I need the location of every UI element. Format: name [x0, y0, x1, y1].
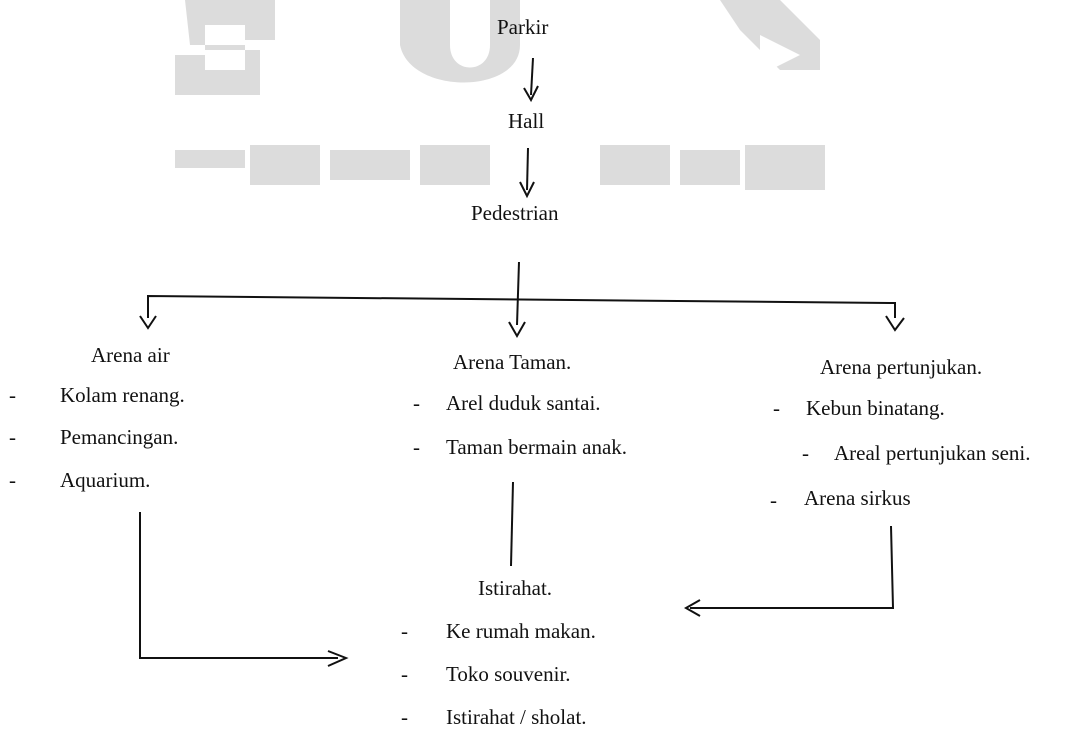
arena-taman-item: Arel duduk santai. — [446, 391, 601, 415]
arrowhead-pedestrian — [519, 181, 535, 199]
connector-parkir-hall — [530, 57, 534, 96]
bullet-dash: - — [773, 396, 780, 420]
bullet-dash: - — [9, 468, 16, 492]
arena-taman-item: Taman bermain anak. — [446, 435, 628, 459]
bullet-dash: - — [401, 619, 408, 643]
bullet-dash: - — [413, 391, 420, 415]
node-arena-pertunjukan-title: Arena pertunjukan. — [820, 355, 983, 379]
connector-air-istirahat — [139, 512, 338, 659]
node-parkir: Parkir — [497, 15, 549, 39]
arena-pertunjukan-item: Kebun binatang. — [806, 396, 945, 420]
arena-air-item: Aquarium. — [60, 468, 151, 492]
arrowhead-arena-air — [139, 315, 157, 330]
bullet-dash: - — [9, 425, 16, 449]
bullet-dash: - — [770, 488, 777, 512]
arena-pertunjukan-item: Arena sirkus — [804, 486, 911, 510]
connector-splitter — [147, 294, 896, 318]
bullet-dash: - — [401, 662, 408, 686]
arena-air-item: Pemancingan. — [60, 425, 179, 449]
arena-pertunjukan-item: Areal pertunjukan seni. — [834, 441, 1031, 465]
istirahat-item: Istirahat / sholat. — [446, 705, 587, 729]
arrowhead-arena-pertunjukan — [885, 315, 905, 332]
arrowhead-hall — [523, 85, 539, 103]
node-arena-taman-title: Arena Taman. — [453, 350, 572, 374]
bullet-dash: - — [9, 383, 16, 407]
node-istirahat-title: Istirahat. — [478, 576, 553, 600]
istirahat-item: Toko souvenir. — [446, 662, 571, 686]
node-hall: Hall — [508, 109, 545, 133]
connector-pedestrian-trunk — [516, 261, 520, 326]
node-pedestrian: Pedestrian — [471, 201, 559, 225]
arrowhead-istirahat-right — [683, 599, 701, 617]
arena-air-item: Kolam renang. — [60, 383, 185, 407]
connector-pertunjukan-istirahat — [690, 525, 895, 609]
bullet-dash: - — [413, 435, 420, 459]
arrowhead-istirahat-left — [327, 650, 349, 667]
istirahat-item: Ke rumah makan. — [446, 619, 596, 643]
bullet-dash: - — [802, 441, 809, 465]
connector-taman-istirahat — [510, 481, 514, 567]
bullet-dash: - — [401, 705, 408, 729]
connector-hall-pedestrian — [526, 147, 529, 191]
arrowhead-arena-taman — [508, 321, 526, 339]
node-arena-air-title: Arena air — [91, 343, 170, 367]
